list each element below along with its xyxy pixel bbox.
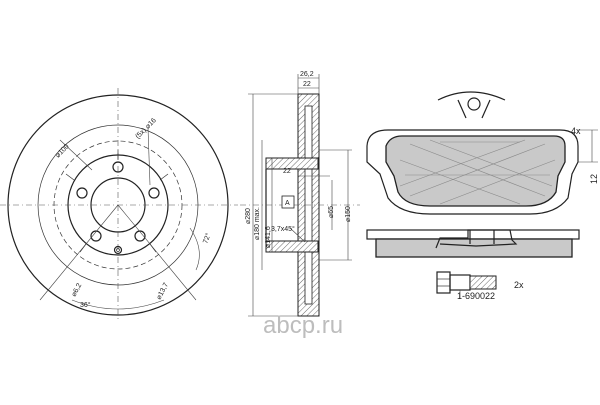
pad-side-clip [435,229,518,249]
pad-clip-leg-right [481,99,491,119]
bolt-hole [76,187,88,199]
pad-spring-clip-arc [437,91,506,101]
brake-pad-side-view [366,229,580,258]
bolt-head [436,271,451,294]
bolt-hole [112,161,124,173]
disc-section-hat-top [265,157,319,170]
label-t22mid: 22 [283,168,291,175]
label-t22top: 22 [303,81,311,88]
bolt-shank [449,274,471,291]
locating-hole [113,245,123,255]
bolt-thread [469,275,497,290]
leader-d16 [147,127,151,186]
pad-clip-hole [467,97,481,111]
label-d5x16: (5x) ⌀16 [134,117,157,140]
disc-section-hat-bottom [265,240,319,253]
pad-side-friction [375,238,573,258]
pad-clip-leg-left [457,99,467,119]
disc-section-view: A 26,2 22 22 ⌀280 ⌀180 max. ⌀141,6 3,7x4… [240,71,360,317]
bolt-hole [148,187,160,199]
angle-arc-36 [71,299,165,310]
disc-center-marks [65,150,169,253]
pad-quantity: 4x [571,126,581,136]
bolt-part-number: 1-690022 [457,291,495,301]
brake-pad-top-view: 4x 12 [366,91,599,215]
disc-bolt-holes [76,161,160,255]
bolt-hole [90,230,102,242]
label-d62: ⌀6,2 [71,282,84,298]
angle-line-36 [39,204,119,301]
bolt-drawing: 2x 1-690022 [436,271,524,301]
label-t262: 26,2 [300,71,314,78]
section-dimension-lines [248,74,352,317]
disc-front-view: ⌀100 (5x) ⌀16 ⌀6,2 ⌀13,7 36° 72° [0,88,238,322]
pad-thickness: 12 [589,174,599,184]
bolt-hole [134,230,146,242]
angle-arc-72 [189,227,200,271]
bolt-quantity: 2x [514,280,524,290]
label-d180max: ⌀180 max. [254,207,261,240]
pad-side-backing [366,229,580,240]
label-d280: ⌀280 [245,208,252,224]
pad-backing-plate [366,129,579,215]
datum-label: A [285,200,290,207]
datum-frame [281,195,295,209]
label-chamfer: 3,7x45° [271,225,295,233]
locating-hole-center [116,248,120,252]
label-d65: ⌀65 [328,206,335,218]
angle-line-72 [117,204,197,301]
label-d137: ⌀13,7 [156,282,171,301]
leader-d100 [59,139,93,171]
label-d100: ⌀100 [54,143,70,159]
label-d1416: ⌀141,6 [265,226,272,248]
watermark-text: abcp.ru [263,312,343,339]
label-a72: 72° [201,232,212,245]
label-a36: 36° [80,301,91,309]
label-d150: ⌀150 [345,206,352,222]
